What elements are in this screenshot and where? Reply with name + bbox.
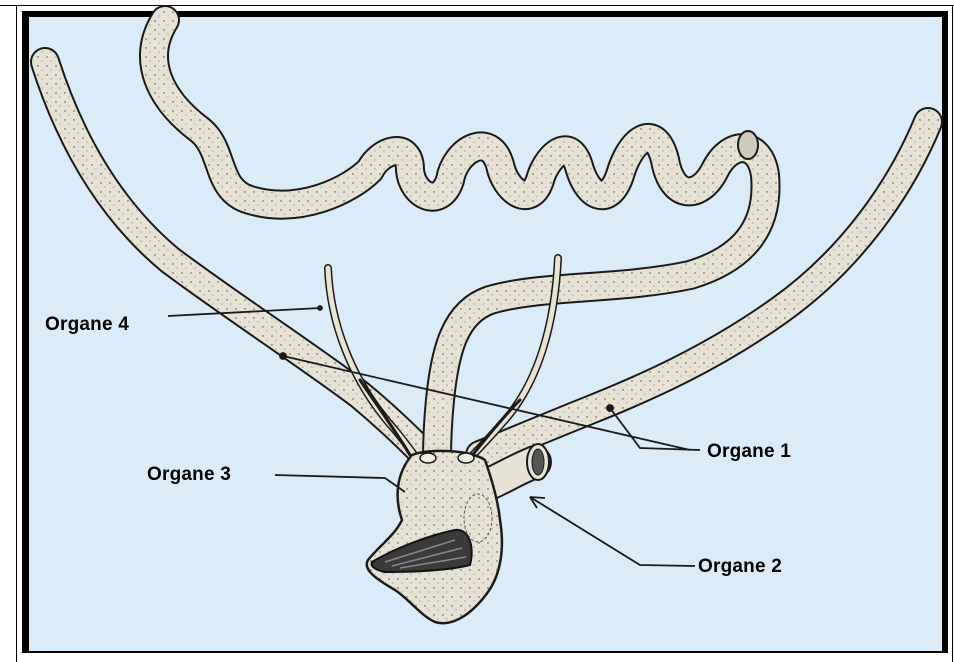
label-organe-2: Organe 2: [698, 556, 782, 578]
label-organe-3: Organe 3: [147, 464, 231, 486]
label-organe-1: Organe 1: [707, 441, 791, 463]
label-organe-4: Organe 4: [45, 314, 129, 336]
